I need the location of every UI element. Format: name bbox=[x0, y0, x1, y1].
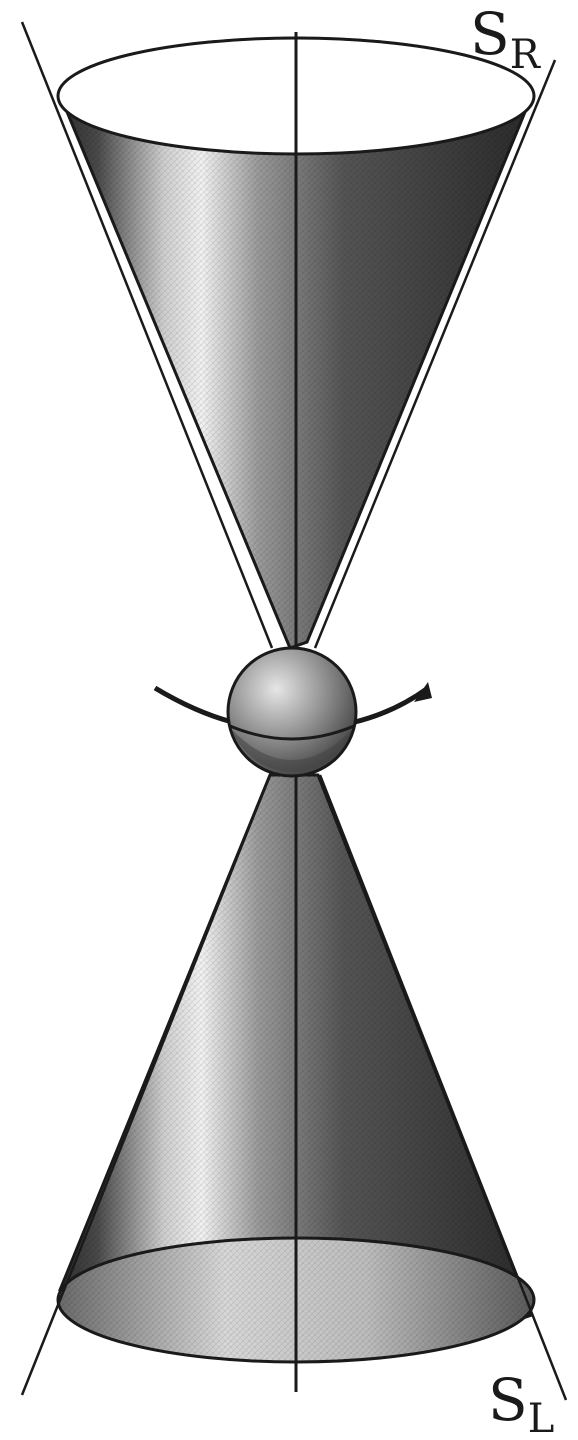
label-s-l: SL bbox=[488, 1366, 554, 1440]
particle-sphere bbox=[155, 648, 432, 776]
rotation-arc-right bbox=[355, 688, 428, 722]
rotation-arc-left bbox=[155, 688, 232, 722]
rotation-arrow-icon bbox=[414, 682, 432, 702]
label-s-r: SR bbox=[470, 0, 542, 78]
sphere bbox=[228, 648, 356, 776]
